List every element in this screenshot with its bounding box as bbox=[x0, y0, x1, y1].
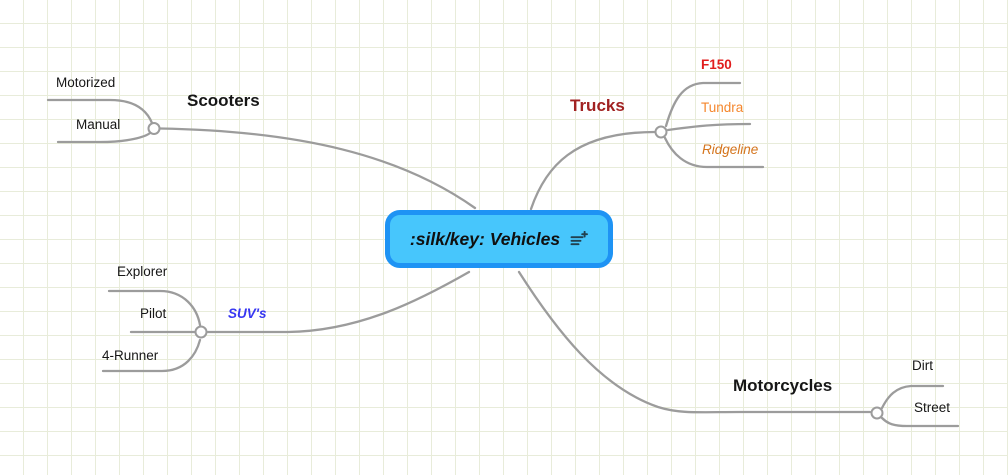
topic-scooters[interactable]: Scooters bbox=[187, 91, 260, 110]
topic-motorized[interactable]: Motorized bbox=[56, 75, 116, 90]
collapse-toggle-scooters[interactable] bbox=[147, 122, 161, 135]
list-add-icon[interactable] bbox=[570, 230, 589, 248]
edge-motorized bbox=[46, 98, 154, 125]
topic-4runner[interactable]: 4-Runner bbox=[102, 348, 159, 363]
topic-trucks[interactable]: Trucks bbox=[570, 96, 625, 115]
topic-manual[interactable]: Manual bbox=[76, 117, 121, 132]
topic-f150[interactable]: F150 bbox=[701, 57, 732, 72]
edge-motorcycles bbox=[517, 270, 872, 414]
topic-ridgeline[interactable]: Ridgeline bbox=[702, 142, 759, 157]
topic-explorer[interactable]: Explorer bbox=[117, 264, 168, 279]
edge-explorer bbox=[107, 289, 202, 327]
edge-trucks bbox=[529, 130, 657, 211]
edge-tundra bbox=[666, 122, 752, 132]
topic-tundra[interactable]: Tundra bbox=[701, 100, 744, 115]
edge-street bbox=[880, 416, 960, 428]
edge-scooters bbox=[158, 127, 477, 210]
edge-4runner bbox=[101, 338, 202, 373]
edge-suvs bbox=[206, 270, 471, 334]
edge-f150 bbox=[664, 81, 742, 128]
root-label: :silk/key: Vehicles bbox=[409, 228, 561, 249]
collapse-toggle-trucks[interactable] bbox=[654, 125, 668, 139]
edge-dirt bbox=[880, 384, 945, 410]
topic-pilot[interactable]: Pilot bbox=[140, 306, 167, 321]
edge-ridgeline bbox=[663, 136, 765, 169]
collapse-toggle-suvs[interactable] bbox=[194, 325, 208, 339]
topic-dirt[interactable]: Dirt bbox=[912, 358, 933, 373]
topic-motorcycles[interactable]: Motorcycles bbox=[733, 376, 833, 395]
collapse-toggle-motorcycles[interactable] bbox=[870, 406, 884, 420]
edge-manual bbox=[56, 131, 152, 144]
topic-suvs[interactable]: SUV's bbox=[228, 306, 267, 321]
root-node[interactable]: :silk/key: Vehicles bbox=[385, 210, 613, 268]
topic-street[interactable]: Street bbox=[914, 400, 951, 415]
